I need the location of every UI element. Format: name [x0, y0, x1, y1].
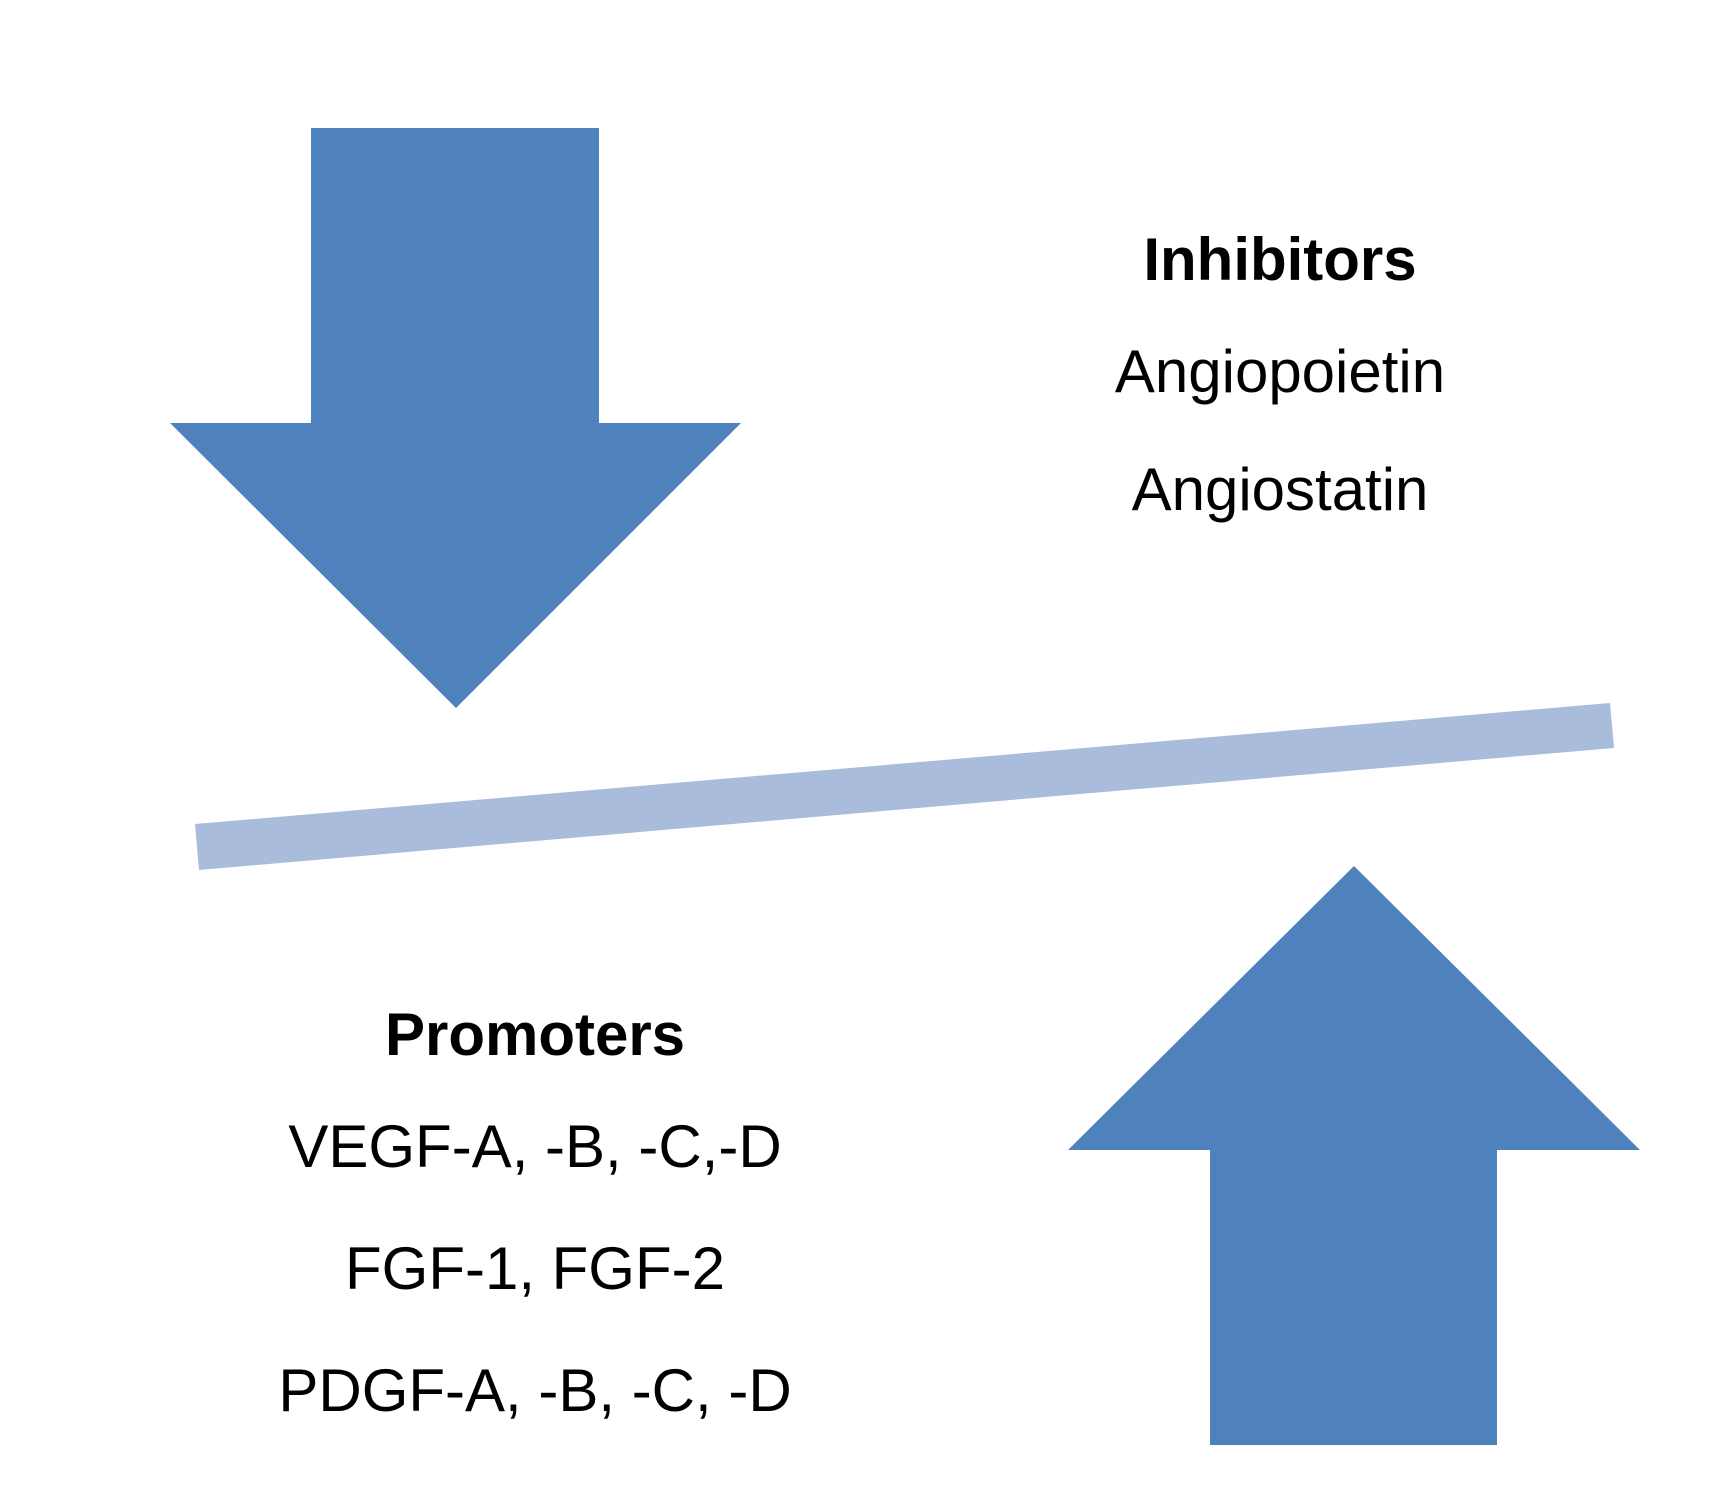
promoters-heading: Promoters	[384, 1001, 686, 1068]
promoter-item: PDGF-A, -B, -C, -D	[278, 1357, 792, 1424]
promoter-item: VEGF-A, -B, -C,-D	[288, 1113, 782, 1180]
inhibitor-item: Angiostatin	[1131, 456, 1429, 523]
up-arrow-icon	[1068, 866, 1640, 1445]
inhibitors-group: Inhibitors Angiopoietin Angiostatin	[1000, 230, 1560, 578]
inhibitors-heading: Inhibitors	[1143, 226, 1417, 293]
promoters-group: Promoters VEGF-A, -B, -C,-D FGF-1, FGF-2…	[195, 1005, 875, 1483]
promoter-item: FGF-1, FGF-2	[345, 1235, 725, 1302]
down-arrow-icon	[170, 128, 741, 708]
balance-bar	[195, 703, 1614, 870]
inhibitor-item: Angiopoietin	[1114, 338, 1446, 405]
